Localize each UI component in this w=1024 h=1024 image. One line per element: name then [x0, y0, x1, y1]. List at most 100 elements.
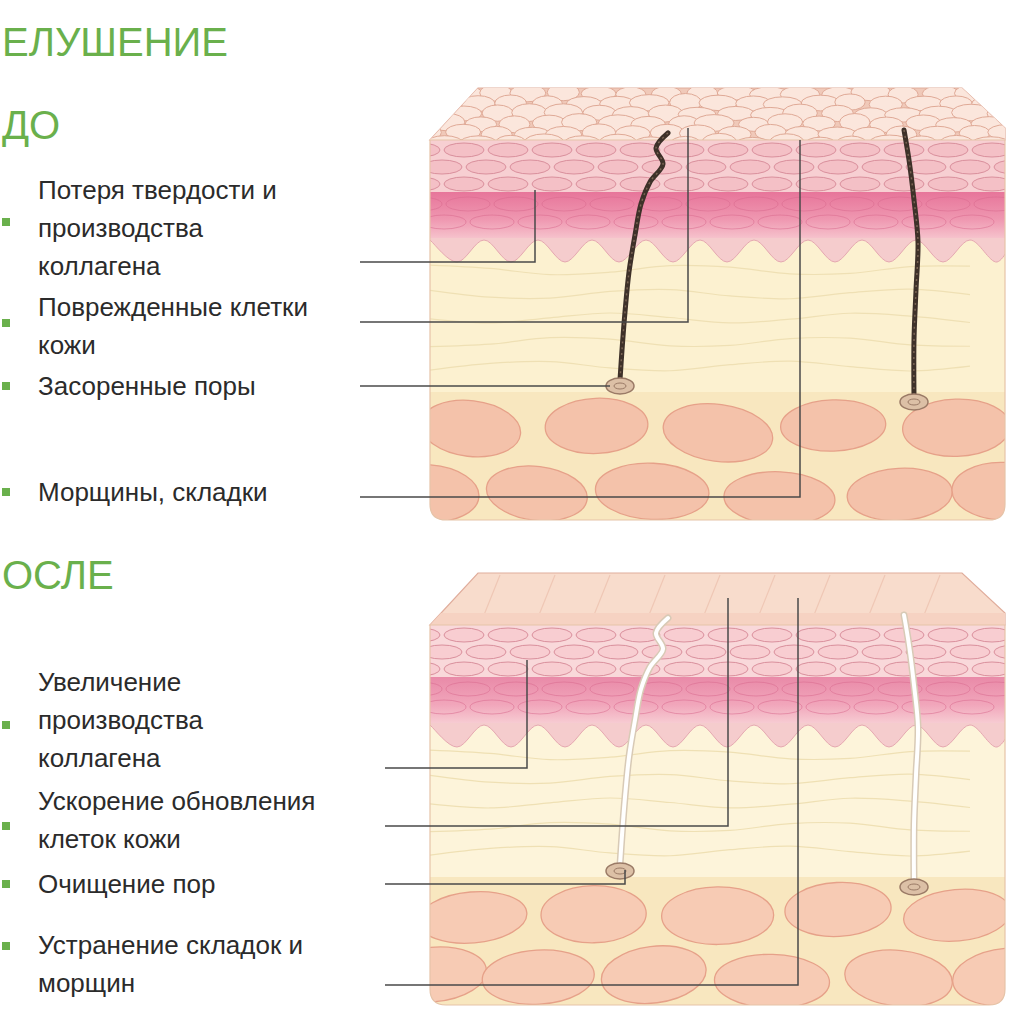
leader-line — [385, 660, 527, 768]
band-cell — [710, 215, 754, 229]
epidermis-cell — [928, 143, 968, 157]
skin-layers — [376, 140, 1024, 532]
fat-cell — [481, 947, 596, 1008]
epidermis-cell — [664, 628, 704, 642]
hair-bulb — [606, 378, 634, 394]
epidermis-cell — [752, 662, 792, 676]
fat-cell — [416, 887, 529, 947]
epidermis-cell — [862, 645, 902, 659]
epidermis-cell — [950, 645, 990, 659]
band-cell — [518, 215, 562, 229]
epidermis-cell — [422, 160, 462, 174]
callout-label: Увеличение производства коллагена — [38, 663, 288, 777]
epidermis-cell — [752, 177, 792, 191]
section-heading: ДО — [2, 101, 222, 149]
band-cell — [470, 700, 514, 714]
fat-cell — [714, 953, 830, 1010]
epidermis-cell — [708, 143, 748, 157]
clean-pore — [904, 615, 918, 881]
epidermis-cell — [686, 645, 726, 659]
band-cell — [854, 215, 898, 229]
pigment-band — [430, 677, 1010, 723]
band-cell — [974, 682, 1018, 696]
epidermis-cell — [796, 662, 836, 676]
band-cell — [830, 682, 874, 696]
hair-bulb-core — [908, 884, 920, 890]
epidermis-cell — [664, 177, 704, 191]
epidermis-cell — [730, 645, 770, 659]
band-cell — [422, 700, 466, 714]
band-cell — [422, 215, 466, 229]
epidermis-cell — [972, 177, 1012, 191]
fat-cell — [846, 465, 954, 523]
callout-label: Ускорение обновления клеток кожи — [38, 782, 358, 858]
band-cell — [446, 682, 490, 696]
epidermis-cell — [708, 177, 748, 191]
epidermis-cell — [444, 177, 484, 191]
fat-cell — [377, 943, 489, 1007]
callout-label: Поврежденные клетки кожи — [38, 288, 318, 364]
band-cell — [566, 700, 610, 714]
band-cell — [662, 215, 706, 229]
epidermis-cell — [994, 160, 1024, 174]
epidermis-cell — [840, 662, 880, 676]
epidermis-cell — [488, 143, 528, 157]
epidermis-cell — [774, 645, 814, 659]
leader-line — [385, 598, 728, 826]
epidermis-cell — [400, 662, 440, 676]
fat-cell — [723, 470, 836, 527]
band-cell — [494, 197, 538, 211]
epidermis-cell — [752, 628, 792, 642]
fat-cell — [661, 886, 774, 945]
clogged-pore — [620, 133, 668, 380]
clogged-pore — [904, 130, 918, 396]
band-cell — [926, 197, 970, 211]
epidermis-cell — [444, 143, 484, 157]
fat-cell — [842, 945, 955, 1012]
epidermis-cell — [664, 662, 704, 676]
epidermis-cell — [884, 143, 924, 157]
epidermis-cell — [554, 160, 594, 174]
band-cell — [590, 682, 634, 696]
leader-line — [360, 140, 800, 497]
epidermis-cell — [532, 143, 572, 157]
epidermis-cell — [686, 160, 726, 174]
hair-bulb-core — [614, 868, 626, 874]
fat-cell — [544, 396, 649, 455]
epidermis-cell — [532, 628, 572, 642]
fat-cell — [376, 461, 481, 525]
bullet — [2, 488, 10, 496]
epidermis-cell — [400, 177, 440, 191]
band-cell — [830, 197, 874, 211]
epidermis-cell — [576, 177, 616, 191]
fat-cell — [417, 395, 523, 462]
band-cell — [446, 197, 490, 211]
skin-outline — [430, 625, 1005, 1005]
dermis-fibre — [430, 822, 970, 831]
fat-cell — [950, 943, 1024, 1010]
epidermis-cell — [972, 662, 1012, 676]
epidermis-cell — [488, 662, 528, 676]
band-cell — [950, 215, 994, 229]
pigment-band — [430, 192, 1010, 238]
epidermis-cell — [444, 628, 484, 642]
epidermis-cell — [884, 177, 924, 191]
band-cell — [782, 682, 826, 696]
epidermis-cell — [422, 645, 462, 659]
band-cell — [950, 700, 994, 714]
dermis-fibre — [430, 846, 970, 856]
leader-line — [385, 870, 625, 884]
epidermis-cell — [576, 628, 616, 642]
band-cell — [590, 197, 634, 211]
band-cell — [710, 700, 754, 714]
epidermis-cell — [576, 662, 616, 676]
epidermis-cell — [730, 160, 770, 174]
pore-texture — [904, 130, 918, 396]
band-cell — [542, 682, 586, 696]
band-cell — [854, 700, 898, 714]
pore-outline — [620, 618, 668, 865]
fat-cell — [540, 885, 646, 944]
epidermis-cell — [664, 143, 704, 157]
epidermis-cell — [972, 143, 1012, 157]
dermis-fibre — [430, 361, 970, 371]
